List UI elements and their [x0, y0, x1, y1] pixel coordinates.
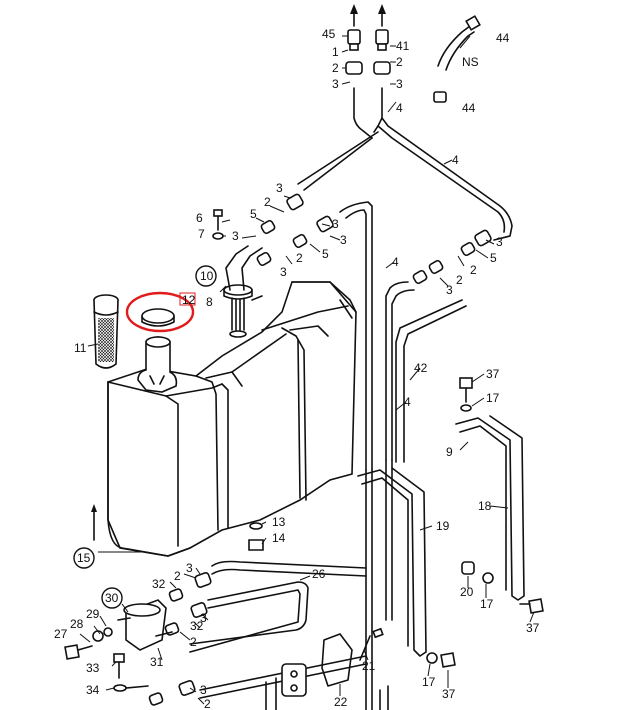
label-22: 22 [334, 695, 348, 709]
filler-neck [137, 336, 178, 393]
label-2-d: 2 [456, 273, 463, 287]
label-2-e: 2 [174, 569, 181, 583]
hose-ns [437, 15, 481, 71]
label-5-c: 5 [490, 251, 497, 265]
label-3-d: 3 [340, 233, 347, 247]
label-17-right: 17 [480, 597, 494, 611]
label-26: 26 [312, 567, 326, 581]
part-labels: 45 41 44 NS 44 1 2 2 3 3 4 4 4 4 6 7 8 1… [54, 27, 540, 710]
label-27: 27 [54, 627, 68, 641]
label-15: 15 [77, 551, 91, 565]
label-3-g: 3 [280, 265, 287, 279]
label-3-f: 3 [446, 283, 453, 297]
label-4-top: 4 [396, 101, 403, 115]
label-19: 19 [436, 519, 450, 533]
label-44-top: 44 [496, 31, 510, 45]
label-5-b: 5 [322, 247, 329, 261]
label-4-mid: 4 [392, 255, 399, 269]
label-44-mid: 44 [462, 101, 476, 115]
label-21: 21 [362, 659, 376, 673]
label-2-a: 2 [264, 195, 271, 209]
label-20: 20 [460, 585, 474, 599]
label-2-left: 2 [332, 61, 339, 75]
label-4-lower: 4 [404, 395, 411, 409]
label-17-bottom: 17 [422, 675, 436, 689]
label-3-e: 3 [496, 235, 503, 249]
label-37-top: 37 [486, 367, 500, 381]
label-10: 10 [200, 269, 214, 283]
label-13: 13 [272, 515, 286, 529]
label-11: 11 [74, 341, 87, 355]
label-3-b: 3 [232, 229, 239, 243]
callout-circle-10 [195, 265, 217, 287]
label-9: 9 [446, 445, 453, 459]
label-3-right: 3 [396, 77, 403, 91]
label-7: 7 [198, 227, 205, 241]
label-33: 33 [86, 661, 100, 675]
label-3-left: 3 [332, 77, 339, 91]
label-5-a: 5 [250, 207, 257, 221]
callout-circle-15 [73, 547, 95, 569]
pipes [189, 87, 513, 710]
label-2-right: 2 [396, 55, 403, 69]
label-41: 41 [396, 39, 410, 53]
label-3-j: 3 [200, 683, 207, 697]
highlight-label-box [179, 292, 196, 306]
label-14: 14 [272, 531, 286, 545]
highlight-circle [125, 291, 195, 333]
label-45: 45 [322, 27, 336, 41]
fuel-tank [91, 281, 357, 557]
label-3-h: 3 [186, 561, 193, 575]
label-2-f: 2 [190, 635, 197, 649]
label-32-bottom: 32 [190, 619, 204, 633]
label-3-c: 3 [332, 217, 339, 231]
label-2-c: 2 [470, 263, 477, 277]
label-3-a: 3 [276, 181, 283, 195]
label-34: 34 [86, 683, 100, 697]
clamp-brackets [357, 415, 525, 657]
label-37-right: 37 [526, 621, 540, 635]
label-12: 12 [182, 293, 196, 307]
label-32-top: 32 [152, 577, 166, 591]
sender-unit [223, 245, 263, 338]
label-30: 30 [105, 591, 119, 605]
label-ns: NS [462, 55, 479, 69]
label-2-g: 2 [204, 697, 211, 710]
label-31: 31 [150, 655, 164, 669]
label-18: 18 [478, 499, 492, 513]
label-42: 42 [414, 361, 428, 375]
label-8: 8 [206, 295, 213, 309]
filler-cap [125, 291, 196, 333]
callout-circle-30 [101, 587, 123, 609]
label-2-b: 2 [296, 251, 303, 265]
fittings [64, 4, 544, 710]
strainer [93, 294, 119, 369]
label-6: 6 [196, 211, 203, 225]
leader-lines [79, 35, 535, 705]
label-37-bottom: 37 [442, 687, 456, 701]
label-28: 28 [70, 617, 84, 631]
label-17-top: 17 [486, 391, 500, 405]
label-3-i: 3 [200, 611, 207, 625]
label-4-right: 4 [452, 153, 459, 167]
label-29: 29 [86, 607, 100, 621]
label-1: 1 [332, 45, 339, 59]
